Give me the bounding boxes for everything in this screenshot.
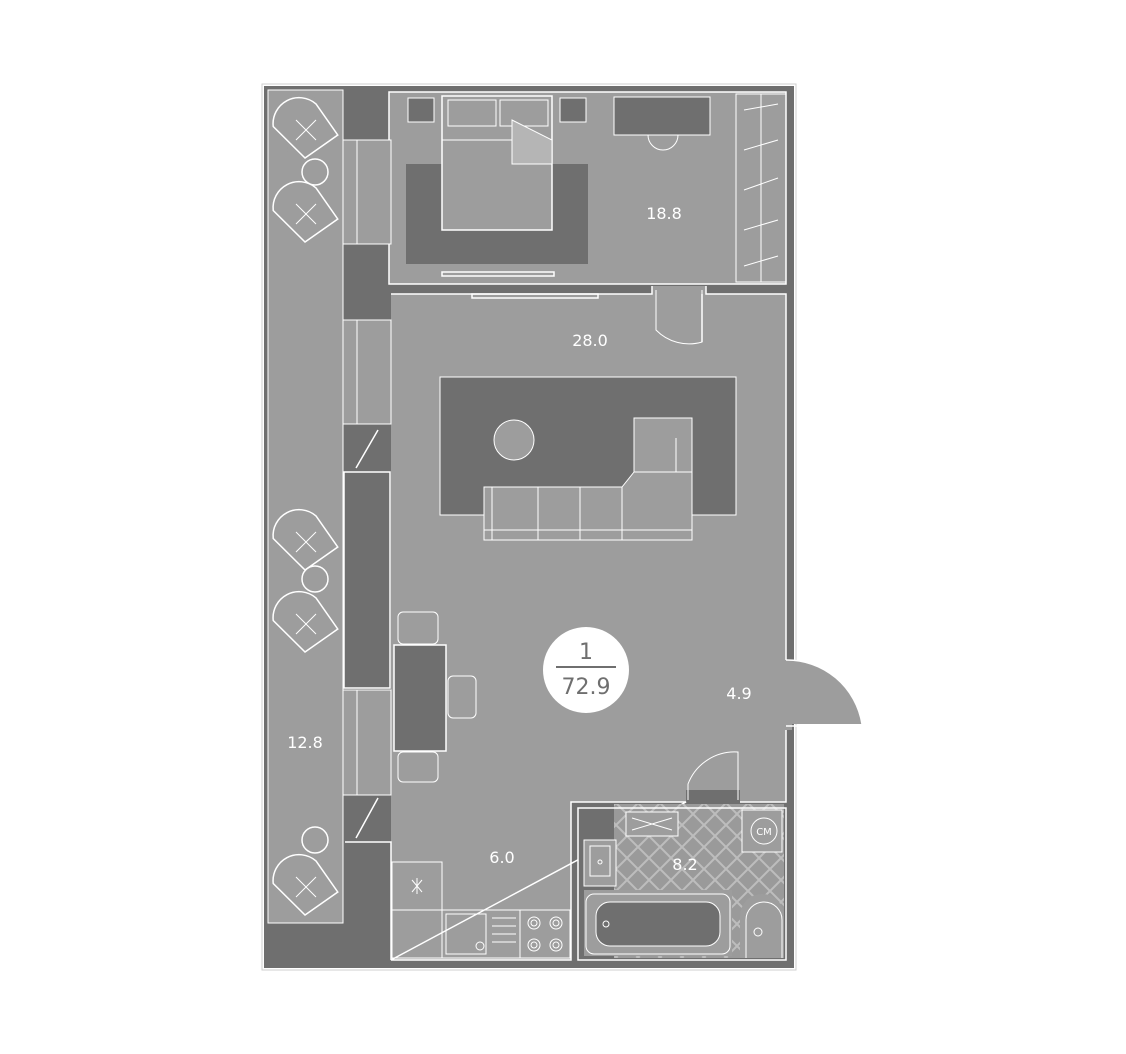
- wardrobe: [735, 93, 787, 283]
- badge-total-area: 72.9: [562, 675, 611, 700]
- room-area-hall: 4.9: [726, 684, 751, 703]
- kitchen-units: [391, 861, 571, 959]
- entrance-door: [785, 659, 864, 727]
- bathroom-fixtures: [583, 809, 784, 958]
- tv-bedroom: [441, 271, 599, 299]
- room-area-balcony: 12.8: [287, 733, 323, 752]
- bedroom-door: [655, 290, 703, 345]
- room-labels: 18.8 28.0 4.9 12.8 6.0 8.2 CM: [287, 204, 772, 874]
- bed: [406, 95, 588, 264]
- room-area-living: 28.0: [572, 331, 608, 350]
- dining-table: [393, 611, 477, 783]
- room-area-kitchen: 6.0: [489, 848, 514, 867]
- washer-label: CM: [756, 827, 772, 838]
- apartment-badge: 1 72.9: [543, 627, 629, 713]
- balcony-floor: [267, 89, 344, 924]
- sofa: [483, 417, 693, 541]
- windows: [342, 139, 392, 960]
- balcony-chairs: [272, 94, 339, 916]
- desk: [613, 96, 711, 151]
- room-area-bedroom: 18.8: [646, 204, 682, 223]
- room-area-bathroom: 8.2: [672, 855, 697, 874]
- bathroom-door: [687, 751, 739, 800]
- badge-room-count: 1: [579, 640, 593, 665]
